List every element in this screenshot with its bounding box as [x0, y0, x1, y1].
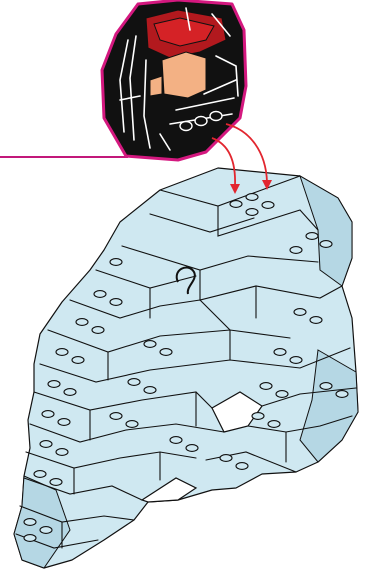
attach-arrow-2 — [225, 123, 268, 183]
assembled-head-sub-build — [119, 7, 239, 151]
body-shade-left — [13, 475, 71, 569]
body-silhouette — [13, 167, 359, 569]
head-pin-holes — [179, 110, 223, 132]
attach-arrowheads — [230, 180, 272, 194]
attach-arrow-1 — [211, 137, 236, 187]
light-blue-body-build — [13, 167, 359, 569]
head-face-small — [149, 75, 163, 97]
head-face — [161, 51, 207, 99]
leg-gap-lower — [140, 477, 198, 503]
attach-arrows — [211, 123, 268, 187]
hook-clip — [175, 266, 196, 295]
attach-arrow-1-head — [230, 184, 240, 194]
attach-arrow-2-head — [262, 180, 272, 190]
brick-seams — [15, 175, 357, 549]
body-shade-leg — [299, 349, 359, 463]
head-red-highlight — [153, 17, 215, 47]
studs — [23, 193, 349, 542]
